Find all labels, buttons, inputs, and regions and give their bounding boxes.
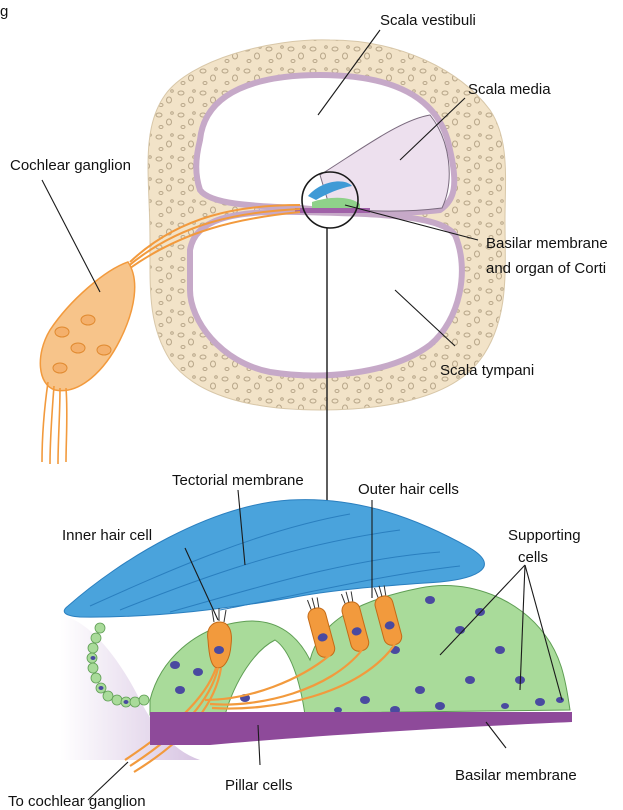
inner-hair-cell bbox=[208, 608, 232, 668]
label-outer-hair-cells: Outer hair cells bbox=[358, 481, 459, 498]
label-inner-hair-cell: Inner hair cell bbox=[62, 527, 152, 544]
label-supporting-cells-line2: cells bbox=[518, 549, 548, 566]
label-basilar-membrane: Basilar membrane bbox=[455, 767, 577, 784]
cochlea-cross-section bbox=[40, 40, 505, 464]
label-supporting-cells-line1: Supporting bbox=[508, 527, 581, 544]
label-scala-tympani: Scala tympani bbox=[440, 362, 534, 379]
basilar-membrane-strip bbox=[150, 712, 572, 745]
label-basilar-membrane-organ-line1: Basilar membrane bbox=[486, 235, 608, 252]
label-to-cochlear-ganglion: To cochlear ganglion bbox=[8, 793, 146, 810]
label-tectorial-membrane: Tectorial membrane bbox=[172, 472, 304, 489]
ganglion-outflow bbox=[42, 382, 67, 464]
label-scala-media: Scala media bbox=[468, 81, 551, 98]
label-cochlear-ganglion: Cochlear ganglion bbox=[10, 157, 131, 174]
label-scala-vestibuli: Scala vestibuli bbox=[380, 12, 476, 29]
top-partial-text: g bbox=[0, 3, 8, 20]
label-basilar-membrane-organ-line2: and organ of Corti bbox=[486, 260, 606, 277]
label-pillar-cells: Pillar cells bbox=[225, 777, 293, 794]
scala-tympani-duct bbox=[190, 212, 462, 376]
